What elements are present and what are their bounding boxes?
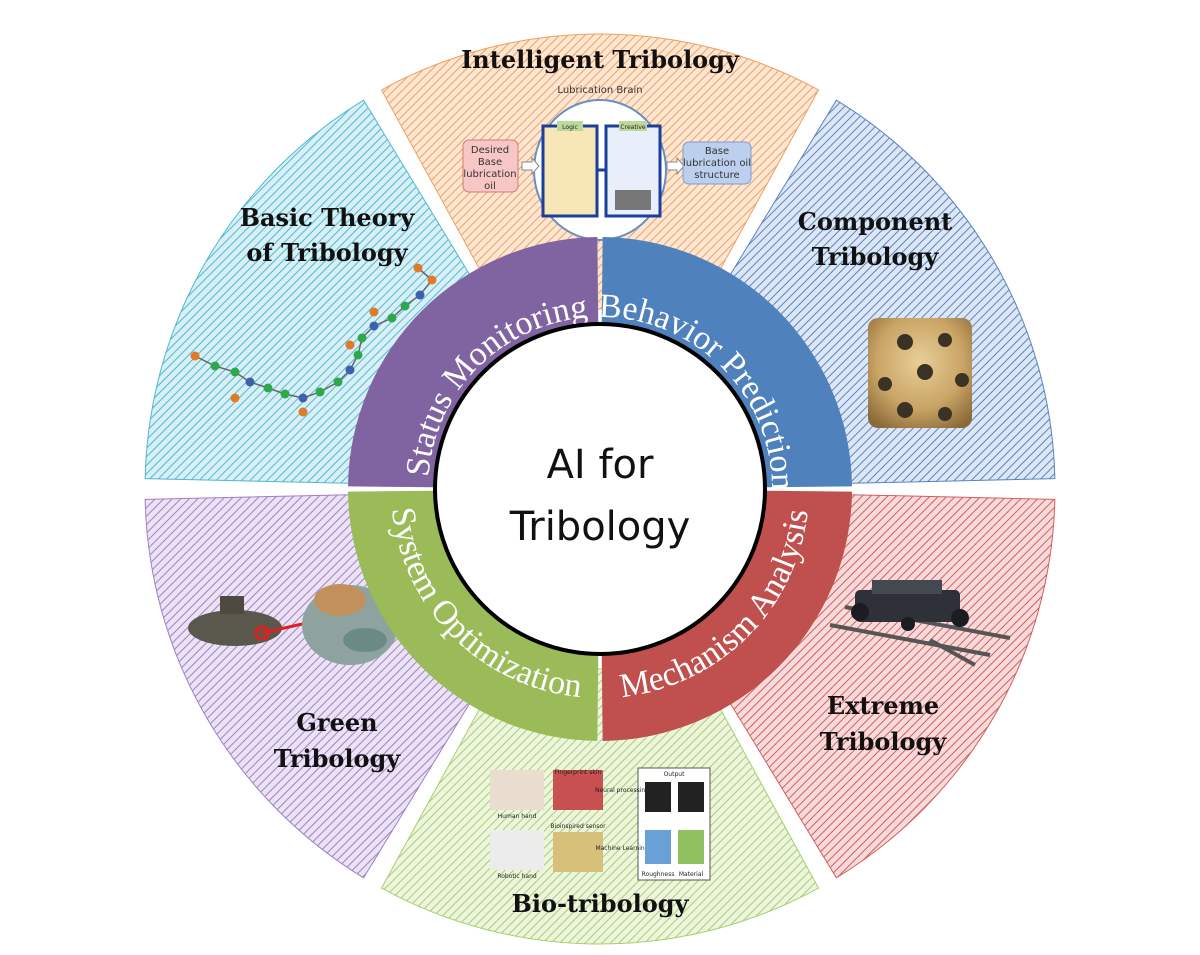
molecule-atom (369, 321, 379, 331)
molecule-atom (415, 290, 425, 300)
rover-illustration (829, 580, 1011, 667)
output-label-3: structure (694, 170, 739, 181)
green-tribology-title-line1: Green (296, 708, 377, 737)
input-label-2: Base (478, 157, 502, 168)
molecule-atom (315, 387, 325, 397)
input-label-3: lubrication (463, 169, 516, 180)
molecule-atom (230, 367, 240, 377)
molecule-atom (230, 393, 240, 403)
molecule-atom (413, 263, 423, 273)
molecule-atom (245, 377, 255, 387)
molecule-atom (345, 340, 355, 350)
output-label: Output (664, 771, 685, 778)
human-hand-label: Human hand (498, 813, 537, 820)
ring-segment-mechanism-analysis (601, 490, 852, 741)
lubrication-brain-title: Lubrication Brain (557, 85, 642, 96)
center-circle (433, 322, 767, 656)
intelligent-tribology-title: Intelligent Tribology (461, 45, 740, 74)
creative-label: Creative (620, 124, 645, 131)
bio-tribology-title: Bio-tribology (512, 889, 690, 918)
ring-segment-behavior-prediction (601, 237, 852, 488)
molecule-atom (298, 393, 308, 403)
ring-segment-system-optimization (348, 490, 599, 741)
molecule-atom (280, 389, 290, 399)
center-title-line2: Tribology (509, 504, 691, 550)
output-label-2: lubrication oil (683, 158, 751, 169)
bio-tribology-figure: Human hand Fingerprint skin Neural proce… (490, 767, 711, 881)
extreme-tribology-title-line1: Extreme (827, 691, 939, 720)
bronze-bearing-illustration (868, 318, 972, 428)
molecule-atom (387, 313, 397, 323)
material-label: Material (679, 871, 704, 878)
molecule-atom (263, 383, 273, 393)
molecule-atom (333, 377, 343, 387)
machine-learning-label: Machine Learning (595, 845, 648, 852)
input-label-1: Desired (471, 145, 509, 156)
robotic-hand-label: Robotic hand (497, 873, 537, 880)
fingerprint-skin-label: Fingerprint skin (555, 769, 602, 776)
molecule-atom (427, 275, 437, 285)
molecule-atom (400, 301, 410, 311)
neural-processing-label: Neural processing (595, 787, 649, 794)
ring-segment-status-monitoring (348, 237, 599, 488)
molecule-atom (298, 407, 308, 417)
molecule-chain-illustration (190, 263, 437, 417)
logic-label: Logic (562, 124, 578, 131)
molecule-atom (190, 351, 200, 361)
lubrication-brain-figure: Lubrication Brain Logic Creative Desired… (462, 85, 752, 241)
basic-theory-title-line1: Basic Theory (240, 203, 416, 232)
input-label-4: oil (484, 181, 496, 192)
component-tribology-title-line2: Tribology (812, 242, 940, 271)
output-label-1: Base (705, 146, 729, 157)
bioinspired-sensor-label: Bioinspired sensor (550, 823, 606, 830)
molecule-atom (353, 350, 363, 360)
molecule-atom (357, 333, 367, 343)
molecule-atom (345, 365, 355, 375)
extreme-tribology-title-line2: Tribology (820, 727, 948, 756)
molecule-atom (369, 307, 379, 317)
green-tribology-title-line2: Tribology (274, 744, 402, 773)
submarine-illustration (188, 584, 398, 665)
basic-theory-title-line2: of Tribology (246, 238, 408, 267)
component-tribology-title-line1: Component (798, 207, 953, 236)
roughness-label: Roughness (642, 871, 675, 878)
molecule-atom (210, 361, 220, 371)
center-title-line1: AI for (547, 442, 654, 488)
